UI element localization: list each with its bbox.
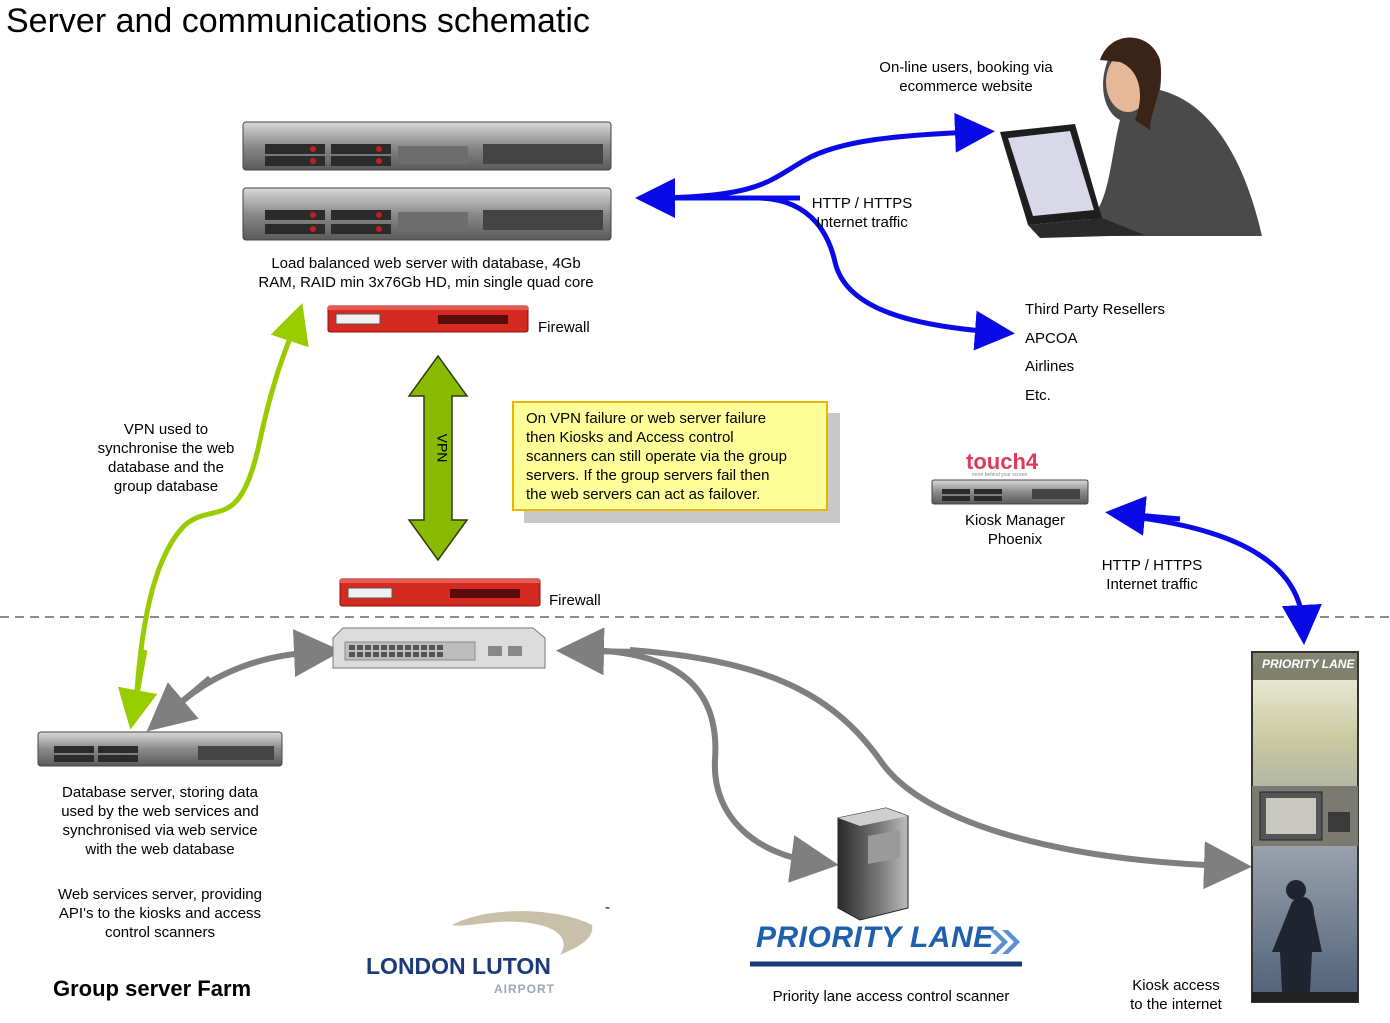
firewall-top-label: Firewall — [538, 319, 590, 336]
gray-arrow-to-kiosk — [629, 647, 1252, 890]
touch4-logo: touch4 — [966, 449, 1039, 474]
priority-scanner-label: Priority lane access control scanner — [772, 988, 1010, 1005]
firewall-icon — [339, 578, 541, 607]
http-traffic-line: Internet traffic — [816, 214, 908, 231]
rack-server-icon — [242, 121, 612, 171]
reseller-item: Third Party Resellers — [1025, 301, 1166, 318]
vpn-sync-line: database and the — [108, 459, 224, 476]
kiosk-access-label: Kiosk access to the internet — [1110, 976, 1242, 1014]
blue-arrow-kiosk-back — [1105, 495, 1181, 536]
db-server-line: with the web database — [85, 841, 235, 858]
failover-note-line: the web servers can act as failover. — [526, 486, 761, 503]
http-traffic-line: Internet traffic — [1106, 576, 1198, 593]
db-server-line: used by the web services and — [61, 803, 259, 820]
failover-note-line: servers. If the group servers fail then — [526, 467, 770, 484]
vpn-double-arrow — [407, 354, 469, 562]
resellers-list: Third Party Resellers APCOA Airlines Etc… — [1025, 296, 1165, 410]
page-title: Server and communications schematic — [6, 2, 590, 40]
vpn-sync-line: VPN used to — [123, 421, 209, 438]
web-server-line: Load balanced web server with database, … — [271, 255, 581, 272]
rack-server-icon — [242, 187, 612, 241]
online-users-line: ecommerce website — [899, 78, 1033, 95]
http-traffic-right-label: HTTP / HTTPS Internet traffic — [1090, 556, 1214, 594]
kiosk-icon — [1251, 651, 1359, 1003]
priority-logo-chevrons — [990, 930, 1020, 954]
blue-arrow-kiosk — [1124, 513, 1322, 645]
firewall-bottom-label: Firewall — [549, 592, 601, 609]
group-server-farm-heading: Group server Farm — [53, 976, 252, 1001]
blue-arrow-to-resellers — [759, 195, 1015, 351]
kiosk-manager-line: Phoenix — [987, 531, 1043, 548]
failover-note-line: On VPN failure or web server failure — [526, 410, 767, 427]
gray-arrow-to-switch — [556, 627, 641, 676]
http-traffic-top-label: HTTP / HTTPS Internet traffic — [800, 194, 924, 232]
web-services-line: Web services server, providing — [58, 886, 262, 903]
failover-note-line: scanners can still operate via the group — [526, 448, 787, 465]
vpn-sync-label: VPN used to synchronise the web database… — [86, 420, 246, 496]
rack-server-icon — [37, 731, 283, 767]
kiosk-brand-label: PRIORITY LANE — [1262, 657, 1355, 671]
kiosk-access-line: to the internet — [1130, 996, 1222, 1013]
kiosk-manager-line: Kiosk Manager — [964, 512, 1066, 529]
online-users-label: On-line users, booking via ecommerce web… — [866, 58, 1066, 96]
blue-arrow-to-users — [647, 112, 995, 201]
failover-note: On VPN failure or web server failure the… — [512, 401, 828, 511]
vpn-sync-line: group database — [113, 478, 219, 495]
web-services-label: Web services server, providing API's to … — [40, 885, 280, 942]
luton-logo: LONDON LUTON — [366, 953, 551, 979]
luton-logo-sub: AIRPORT — [494, 982, 555, 996]
vpn-sync-line: synchronise the web — [97, 440, 235, 457]
web-server-line: RAM, RAID min 3x76Gb HD, min single quad… — [258, 274, 594, 291]
rack-server-icon — [931, 479, 1089, 505]
tower-server-icon — [837, 807, 909, 921]
reseller-item: APCOA — [1025, 329, 1078, 347]
http-traffic-line: HTTP / HTTPS — [1101, 557, 1203, 574]
gray-arrow-switch-db — [146, 675, 212, 732]
network-switch-icon — [332, 627, 546, 669]
vpn-arrow-label: VPN — [434, 433, 451, 463]
kiosk-access-line: Kiosk access — [1132, 977, 1220, 994]
firewall-icon — [327, 305, 529, 333]
priority-lane-logo: PRIORITY LANE — [756, 921, 994, 954]
web-server-label: Load balanced web server with database, … — [236, 254, 616, 292]
web-services-line: API's to the kiosks and access — [58, 905, 262, 922]
stray-mark: - — [605, 899, 610, 916]
db-server-line: Database server, storing data — [62, 784, 258, 801]
http-traffic-line: HTTP / HTTPS — [811, 195, 913, 212]
green-arrow-vpn-sync — [133, 303, 309, 706]
failover-note-line: then Kiosks and Access control — [526, 429, 734, 446]
laptop-user-icon — [1000, 37, 1262, 238]
reseller-item: Airlines — [1025, 358, 1075, 376]
gray-arrow-db-switch — [159, 629, 342, 723]
reseller-item: Etc. — [1025, 386, 1051, 404]
luton-swoosh — [452, 911, 593, 955]
kiosk-manager-label: Kiosk Manager Phoenix — [940, 511, 1090, 549]
online-users-line: On-line users, booking via — [879, 59, 1053, 76]
web-services-line: control scanners — [104, 924, 216, 941]
touch4-logo-tagline: more behind your screen — [972, 472, 1028, 478]
db-server-label: Database server, storing data used by th… — [40, 783, 280, 859]
green-arrow-vpn-sync-down — [117, 649, 158, 730]
db-server-line: synchronised via web service — [62, 822, 258, 839]
gray-arrow-to-scanner — [579, 647, 839, 883]
